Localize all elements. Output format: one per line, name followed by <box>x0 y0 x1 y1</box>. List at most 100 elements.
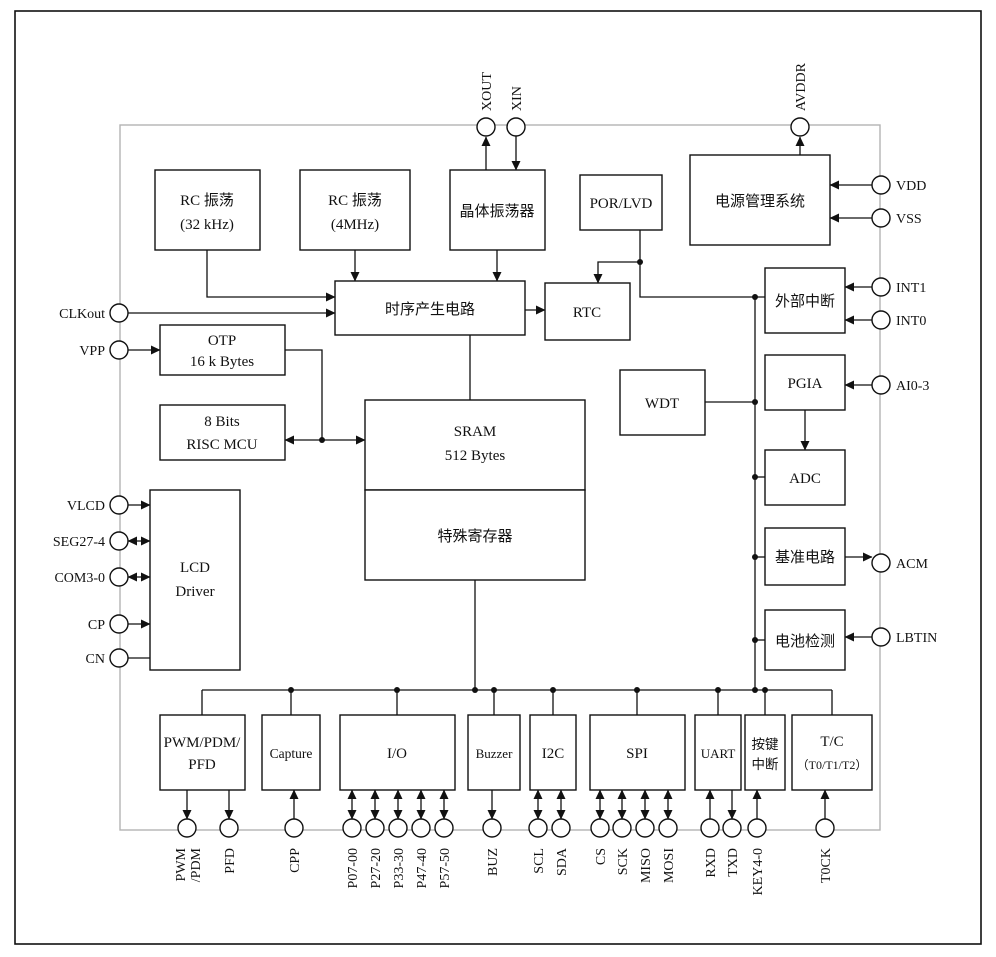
junction-dot <box>288 687 294 693</box>
block-pwm-label: PWM/PDM/ <box>164 735 242 751</box>
pin-label-pfd: PFD <box>223 848 238 874</box>
block-otp <box>159 324 286 376</box>
pin-p47 <box>411 818 431 838</box>
pin-p33 <box>388 818 408 838</box>
pin-label-p27: P27-20 <box>369 848 384 888</box>
pin-p27 <box>365 818 385 838</box>
block-key-int <box>744 714 786 791</box>
pin-mosi <box>658 818 678 838</box>
pin-label-seg: SEG27-4 <box>53 535 105 550</box>
pin-xout <box>476 117 496 137</box>
block-pwm-label2: PFD <box>188 757 216 773</box>
pin-cs <box>590 818 610 838</box>
block-rc4-label: RC 振荡 <box>328 192 382 209</box>
block-key-int-label2: 中断 <box>752 757 779 772</box>
block-pwm <box>159 714 246 791</box>
pin-t0ck <box>815 818 835 838</box>
block-por-lvd-label: POR/LVD <box>590 196 653 212</box>
block-battery-detect-label: 电池检测 <box>775 633 835 650</box>
junction-dot <box>472 687 478 693</box>
pin-label-cs: CS <box>594 848 609 865</box>
pin-label-vlcd: VLCD <box>67 499 105 514</box>
block-mcu <box>159 404 286 461</box>
block-tc <box>791 714 873 791</box>
pin-label-txd: TXD <box>726 848 741 877</box>
block-spi-label: SPI <box>626 746 648 762</box>
pin-label-scl: SCL <box>532 848 547 874</box>
wire-otp-bus <box>285 349 323 440</box>
pin-xin <box>506 117 526 137</box>
pin-p07 <box>342 818 362 838</box>
block-otp-label: OTP <box>208 333 236 349</box>
block-ref-circuit-label: 基准电路 <box>775 549 835 566</box>
block-battery-detect <box>764 609 846 671</box>
block-timing-label: 时序产生电路 <box>385 301 475 318</box>
pin-label-rxd: RXD <box>704 848 719 878</box>
block-timing <box>334 280 526 336</box>
pin-label-vpp: VPP <box>79 344 105 359</box>
pin-label-int0: INT0 <box>896 314 926 329</box>
block-io <box>339 714 456 791</box>
pin-label-p47: P47-40 <box>415 848 430 888</box>
pin-avddr <box>790 117 810 137</box>
block-sram <box>364 399 586 491</box>
pin-label-pwm-pdm-2: /PDM <box>189 847 204 882</box>
block-mcu-label2: RISC MCU <box>186 437 257 453</box>
block-power-mgmt <box>689 154 831 246</box>
pin-pfd <box>219 818 239 838</box>
block-ext-int-label: 外部中断 <box>775 293 835 310</box>
pin-sck <box>612 818 632 838</box>
junction-dot <box>394 687 400 693</box>
wire-rc32-timing <box>206 250 336 302</box>
pin-rxd <box>700 818 720 838</box>
block-sfr <box>364 489 586 581</box>
block-power-mgmt-label: 电源管理系统 <box>715 193 805 210</box>
junction-dot <box>319 437 325 443</box>
pin-label-clkout: CLKout <box>59 307 105 322</box>
pin-label-cn: CN <box>86 652 105 667</box>
pin-label-acm: ACM <box>896 557 928 572</box>
pin-cn <box>109 648 129 668</box>
pins <box>109 117 891 838</box>
block-ext-int <box>764 267 846 334</box>
pin-int1 <box>871 277 891 297</box>
block-uart-label: UART <box>701 746 736 761</box>
pin-label-key40: KEY4-0 <box>751 848 766 895</box>
pin-p57 <box>434 818 454 838</box>
pin-label-p07: P07-00 <box>346 848 361 888</box>
junction-dot <box>752 637 758 643</box>
pin-label-vdd: VDD <box>896 179 926 194</box>
pin-ai03 <box>871 375 891 395</box>
block-sram-label2: 512 Bytes <box>445 448 506 464</box>
pin-label-buz: BUZ <box>486 848 501 876</box>
block-buzzer <box>467 714 521 791</box>
pin-label-ai03: AI0-3 <box>896 379 929 394</box>
block-crystal-osc <box>449 169 546 251</box>
block-sfr-label: 特殊寄存器 <box>437 527 512 545</box>
block-i2c-label: I2C <box>542 746 565 762</box>
pin-cp <box>109 614 129 634</box>
diagram-frame <box>14 10 982 945</box>
blocks: RC 振荡 (32 kHz) RC 振荡 (4MHz) 晶体振荡器 POR/LV… <box>149 154 873 791</box>
block-i2c <box>529 714 577 791</box>
block-otp-label2: 16 k Bytes <box>190 354 254 370</box>
junction-dot <box>752 687 758 693</box>
block-crystal-osc-label: 晶体振荡器 <box>459 203 534 220</box>
block-pgia-label: PGIA <box>787 376 822 392</box>
block-spi <box>589 714 686 791</box>
pin-clkout <box>109 303 129 323</box>
pin-acm <box>871 553 891 573</box>
block-buzzer-label: Buzzer <box>476 746 513 761</box>
pin-sda <box>551 818 571 838</box>
pin-cpp <box>284 818 304 838</box>
junction-dot <box>752 474 758 480</box>
block-capture <box>261 714 321 791</box>
block-rc4-label2: (4MHz) <box>331 217 379 233</box>
block-rc32-label2: (32 kHz) <box>180 217 234 233</box>
pin-label-p57: P57-50 <box>438 848 453 888</box>
block-wdt <box>619 369 706 436</box>
pin-label-int1: INT1 <box>896 281 926 296</box>
pin-int0 <box>871 310 891 330</box>
block-sram-label: SRAM <box>454 424 497 440</box>
